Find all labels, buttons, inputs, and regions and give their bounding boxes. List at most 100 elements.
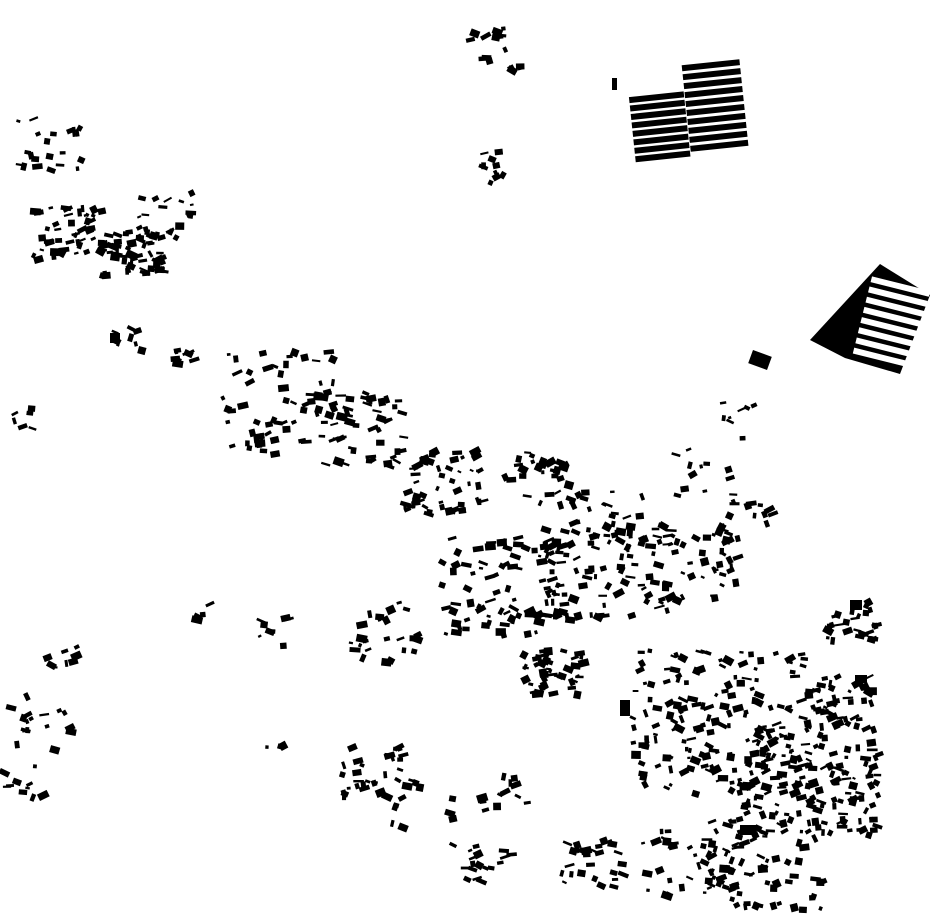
- building: [508, 779, 513, 787]
- building: [559, 648, 568, 654]
- building: [715, 881, 723, 888]
- building: [493, 802, 502, 811]
- building: [264, 430, 272, 437]
- building: [783, 858, 792, 867]
- building: [573, 611, 583, 621]
- building: [855, 744, 861, 752]
- building: [244, 377, 256, 387]
- building: [704, 877, 713, 885]
- building: [812, 706, 822, 712]
- greenhouse: [635, 150, 691, 163]
- building: [724, 511, 735, 521]
- building: [685, 447, 692, 452]
- building: [687, 469, 698, 480]
- building: [383, 771, 388, 779]
- building: [848, 781, 859, 791]
- building: [539, 671, 549, 678]
- building: [786, 815, 795, 825]
- building: [502, 609, 511, 616]
- building: [542, 541, 548, 549]
- building: [56, 248, 67, 259]
- building: [686, 461, 693, 470]
- building: [513, 462, 524, 468]
- building: [23, 692, 31, 702]
- building: [642, 681, 648, 686]
- building: [199, 611, 206, 618]
- building: [731, 845, 740, 850]
- farm-outline: [810, 264, 930, 374]
- building: [647, 696, 653, 703]
- building: [874, 750, 884, 758]
- building: [367, 424, 379, 433]
- building: [769, 901, 778, 911]
- building: [237, 401, 249, 411]
- building: [743, 404, 751, 411]
- building: [528, 682, 534, 687]
- building: [610, 490, 615, 494]
- building: [68, 219, 75, 227]
- building: [73, 251, 79, 255]
- building: [736, 890, 743, 897]
- building: [498, 562, 507, 570]
- building: [147, 250, 154, 258]
- building: [546, 592, 552, 599]
- building: [383, 459, 393, 468]
- building: [365, 458, 373, 464]
- building: [601, 521, 613, 533]
- greenhouse: [628, 91, 685, 104]
- building: [727, 818, 733, 823]
- building: [555, 550, 564, 555]
- building: [706, 728, 715, 736]
- building: [791, 779, 804, 791]
- building: [572, 555, 581, 562]
- building: [702, 489, 708, 494]
- building: [154, 266, 165, 274]
- building: [245, 368, 254, 377]
- building: [14, 740, 20, 749]
- building: [187, 189, 196, 198]
- building: [486, 614, 491, 618]
- building: [739, 435, 746, 441]
- building: [110, 242, 122, 249]
- building: [469, 468, 474, 473]
- building: [33, 254, 45, 265]
- building: [723, 530, 734, 537]
- building: [830, 636, 836, 645]
- building: [677, 704, 689, 714]
- building: [646, 888, 650, 892]
- building: [376, 439, 385, 446]
- building: [748, 871, 756, 878]
- building: [765, 731, 773, 740]
- building: [559, 601, 570, 607]
- building: [487, 155, 497, 164]
- building: [496, 792, 503, 798]
- building: [492, 588, 501, 596]
- greenhouse: [689, 130, 748, 143]
- building: [645, 543, 657, 550]
- building: [397, 757, 404, 762]
- building: [757, 724, 768, 732]
- building: [729, 896, 736, 903]
- building: [696, 861, 702, 870]
- building: [31, 163, 43, 170]
- building: [389, 819, 395, 828]
- building: [355, 620, 369, 630]
- building: [28, 426, 37, 431]
- building: [695, 649, 704, 655]
- building: [514, 612, 523, 620]
- building: [743, 809, 751, 817]
- building: [565, 539, 576, 550]
- building: [55, 238, 63, 243]
- building: [549, 569, 555, 575]
- building: [646, 680, 656, 689]
- building: [751, 738, 759, 744]
- building: [20, 162, 28, 172]
- building: [453, 547, 463, 557]
- building: [403, 506, 412, 513]
- building: [439, 503, 446, 511]
- building: [504, 584, 512, 593]
- building: [90, 213, 96, 218]
- building: [866, 738, 877, 747]
- building: [685, 875, 694, 881]
- building: [137, 195, 147, 202]
